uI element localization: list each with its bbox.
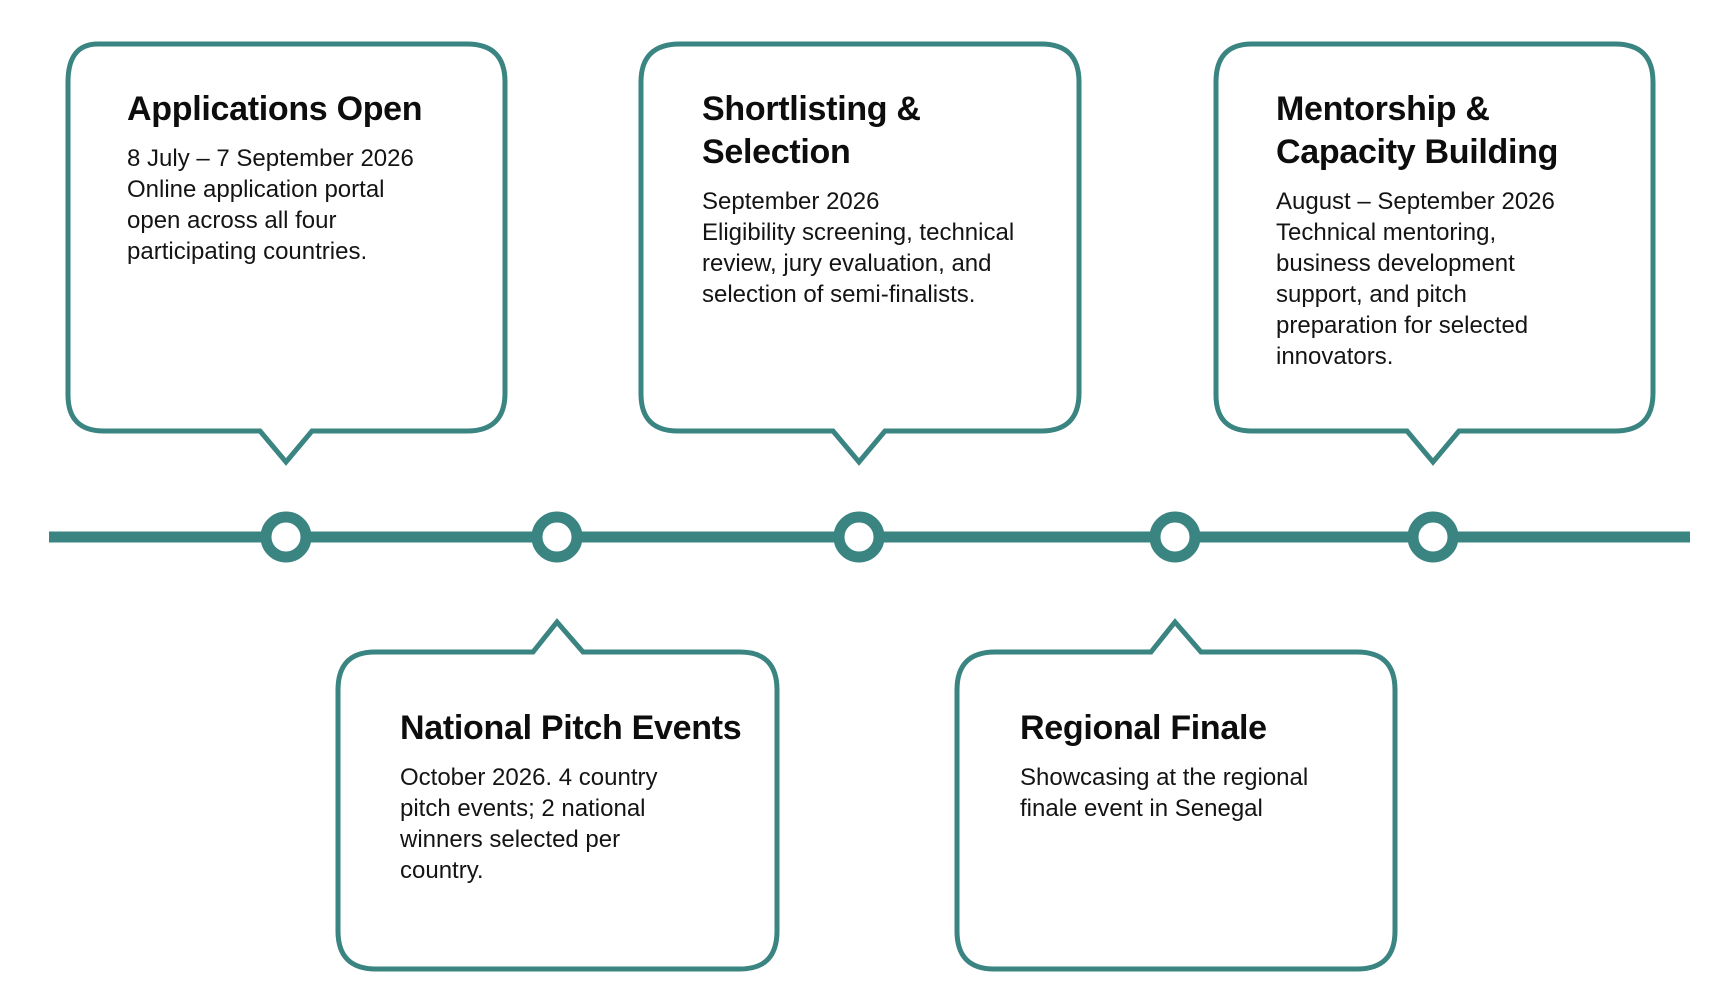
timeline-node-1 — [260, 511, 312, 563]
callout-bubble-applications-open — [65, 41, 508, 466]
milestone-description: Technical mentoring, business developmen… — [1276, 219, 1529, 370]
timeline-node-2 — [531, 511, 583, 563]
callout-bubble-shortlisting-selection — [638, 41, 1082, 466]
milestone-title: Regional Finale — [1020, 709, 1267, 747]
milestone-date: September 2026 — [702, 188, 880, 215]
milestone-title: Mentorship & Capacity Building — [1276, 90, 1559, 171]
milestone-description: Online application portal open across al… — [127, 176, 385, 265]
milestone-description: October 2026. 4 country pitch events; 2 … — [400, 764, 658, 884]
callout-bubble-mentorship-capacity-building — [1213, 41, 1656, 466]
milestone-card-regional-finale: Regional Finale Showcasing at the region… — [1020, 707, 1370, 824]
timeline-node-5 — [1407, 511, 1459, 563]
milestone-date: August – September 2026 — [1276, 188, 1555, 215]
milestone-card-national-pitch-events: National Pitch Events October 2026. 4 co… — [400, 707, 760, 886]
milestone-title: Applications Open — [127, 90, 423, 128]
milestone-date: 8 July – 7 September 2026 — [127, 145, 414, 172]
milestone-card-shortlisting-selection: Shortlisting & Selection September 2026 … — [702, 88, 1052, 310]
milestone-card-applications-open: Applications Open 8 July – 7 September 2… — [127, 88, 487, 267]
milestone-title: National Pitch Events — [400, 709, 742, 747]
milestone-card-mentorship-capacity-building: Mentorship & Capacity Building August – … — [1276, 88, 1626, 372]
timeline-node-3 — [833, 511, 885, 563]
callout-bubble-national-pitch-events — [335, 618, 780, 972]
timeline-node-4 — [1149, 511, 1201, 563]
milestone-description: Eligibility screening, technical review,… — [702, 219, 1015, 308]
milestone-title: Shortlisting & Selection — [702, 90, 921, 171]
milestone-description: Showcasing at the regional finale event … — [1020, 764, 1309, 822]
callout-bubble-regional-finale — [954, 618, 1398, 972]
